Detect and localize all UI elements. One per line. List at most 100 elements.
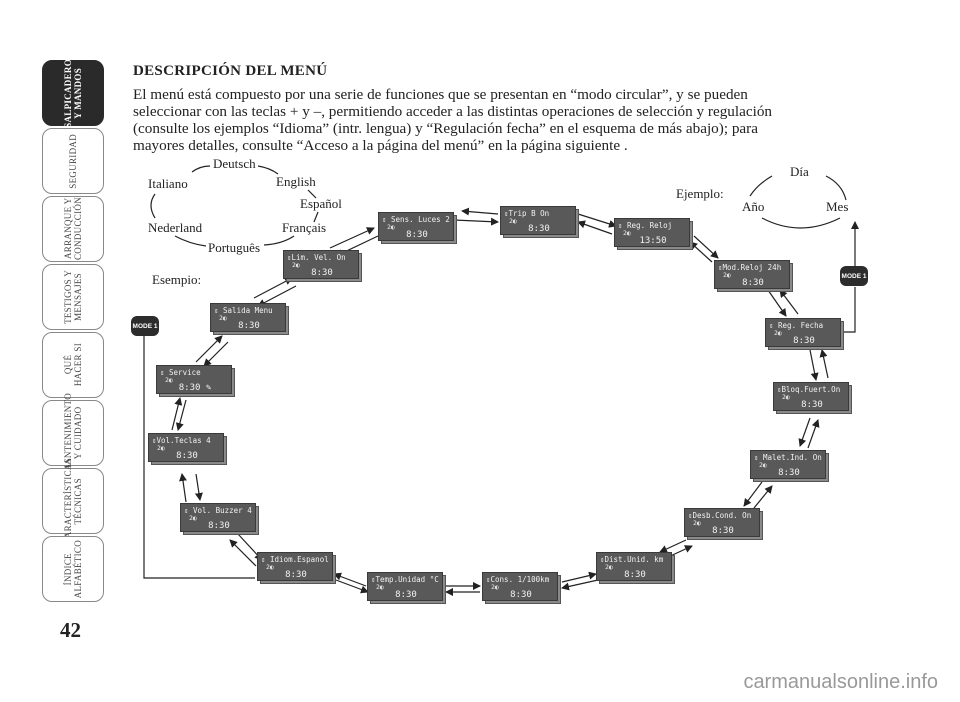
display-line-3: 8:30: [793, 336, 815, 346]
lang-francais: Français: [282, 220, 327, 235]
display-line-2: 2◐: [774, 329, 782, 337]
display-line-2: 2◐: [387, 223, 395, 231]
display-line-1: ⇕Vol.Teclas 4: [152, 436, 211, 445]
paragraph-line: mayores detalles, consulte “Acceso a la …: [133, 137, 628, 154]
tab-testigos[interactable]: TESTIGOS Y MENSAJES: [42, 264, 104, 330]
lang-espanol: Español: [300, 196, 342, 211]
tab-arranque[interactable]: ARRANQUE Y CONDUCCIÓN: [42, 196, 104, 262]
display-line-3: 8:30: [406, 230, 428, 240]
date-arc: [825, 175, 847, 201]
tab-seguridad[interactable]: SEGURIDAD: [42, 128, 104, 194]
display-line-2: 2◐: [189, 514, 197, 522]
mode-1-button-right: MODE 1: [840, 266, 868, 286]
lang-english: English: [276, 174, 316, 189]
display-line-1: ⇕ Service: [160, 368, 201, 377]
lang-arc: [174, 235, 207, 247]
lang-deutsch: Deutsch: [213, 156, 256, 171]
esempio-label: Esempio:: [152, 272, 202, 287]
lang-arc: [191, 165, 211, 173]
display-line-3: 8:30 ✎: [178, 383, 212, 393]
watermark: carmanualsonline.info: [743, 671, 938, 693]
display-line-3: 8:30: [624, 570, 646, 580]
tab-mantenimiento[interactable]: MANTENIMIENTO Y CUIDADO: [42, 393, 104, 473]
display-line-2: 2◐: [605, 563, 613, 571]
display-line-3: 13:50: [639, 236, 667, 246]
lang-italiano: Italiano: [148, 176, 188, 191]
date-arc: [749, 175, 773, 197]
date-ano: Año: [742, 199, 765, 214]
display-line-2: 2◐: [693, 519, 701, 527]
date-arc: [761, 217, 841, 229]
display-line-2: 2◐: [292, 261, 300, 269]
display-line-3: 8:30: [510, 590, 532, 600]
tab-caracteristicas[interactable]: CARACTERÍSTICAS TÉCNICAS: [42, 458, 104, 544]
display-line-1: ⇕Trip B On: [504, 209, 550, 218]
display-line-1: ⇕ Salida Menu: [214, 306, 273, 315]
paragraph-line: El menú está compuesto por una serie de …: [133, 86, 748, 103]
page-number: 42: [60, 618, 81, 642]
ejemplo-label: Ejemplo:: [676, 186, 724, 201]
display-line-1: ⇕ Reg. Fecha: [769, 321, 824, 330]
display-line-2: 2◐: [759, 461, 767, 469]
lang-arc: [263, 235, 295, 246]
display-line-2: 2◐: [157, 444, 165, 452]
mode-line-left: [143, 335, 255, 579]
display-line-2: 2◐: [376, 583, 384, 591]
display-line-1: ⇕Lim. Vel. On: [287, 253, 346, 262]
display-line-1: ⇕ Vol. Buzzer 4: [184, 506, 252, 515]
display-line-2: 2◐: [723, 271, 731, 279]
display-line-1: ⇕ Malet.Ind. On: [754, 453, 822, 462]
tab-indice[interactable]: ÍNDICE ALFABÉTICO: [42, 536, 104, 602]
display-line-3: 8:30: [208, 521, 230, 531]
display-line-1: ⇕Bloq.Fuert.On: [777, 385, 841, 394]
lang-arc: [257, 165, 279, 175]
display-line-2: 2◐: [165, 376, 173, 384]
mode-line-right: [844, 287, 856, 333]
display-line-1: ⇕Temp.Unidad °C: [371, 575, 439, 584]
paragraph-line: seleccionar con las teclas + y –, permit…: [133, 103, 773, 120]
display-line-1: ⇕Dist.Unid. km: [600, 555, 664, 564]
display-line-3: 8:30: [742, 278, 764, 288]
section-heading: DESCRIPCIÓN DEL MENÚ: [133, 63, 328, 79]
display-line-3: 8:30: [801, 400, 823, 410]
display-line-3: 8:30: [311, 268, 333, 278]
display-line-2: 2◐: [509, 217, 517, 225]
intro-paragraph: El menú está compuesto por una serie de …: [133, 86, 833, 154]
display-line-3: 8:30: [176, 451, 198, 461]
display-line-1: ⇕ Reg. Reloj: [618, 221, 673, 230]
lang-nederland: Nederland: [148, 220, 203, 235]
display-line-3: 8:30: [395, 590, 417, 600]
tab-que-hacer[interactable]: QUÉ HACER SI: [42, 332, 104, 398]
display-line-2: 2◐: [623, 229, 631, 237]
tab-salpicadero[interactable]: SALPICADERO Y MANDOS: [42, 59, 104, 127]
display-line-2: 2◐: [782, 393, 790, 401]
date-mes: Mes: [826, 199, 849, 214]
lang-arc: [150, 193, 156, 219]
lang-arc: [307, 189, 317, 199]
display-line-3: 8:30: [712, 526, 734, 536]
lang-arc: [313, 211, 319, 223]
display-line-3: 8:30: [528, 224, 550, 234]
lang-portugues: Português: [208, 240, 260, 255]
display-line-3: 8:30: [778, 468, 800, 478]
display-line-2: 2◐: [219, 314, 227, 322]
paragraph-line: (consulte los ejemplos “Idioma” (intr. l…: [133, 120, 758, 137]
display-line-2: 2◐: [491, 583, 499, 591]
display-line-1: ⇕ Sens. Luces 2: [382, 215, 450, 224]
display-line-1: ⇕ Idiom.Espanol: [261, 555, 329, 564]
display-line-1: ⇕Desb.Cond. On: [688, 511, 752, 520]
